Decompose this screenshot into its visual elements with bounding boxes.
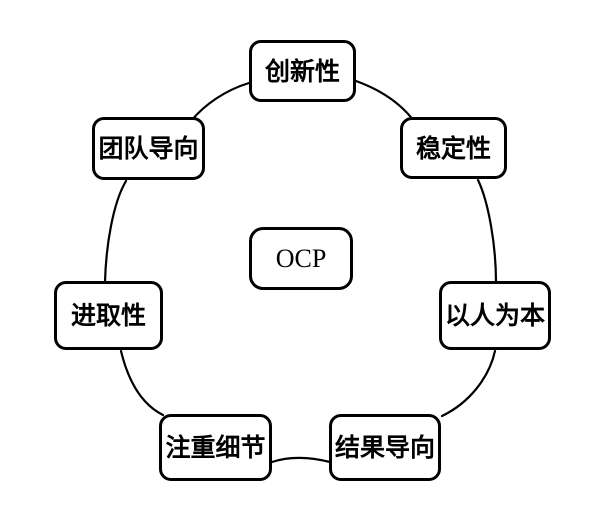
- node-center-ocp[interactable]: OCP: [249, 227, 353, 290]
- arc-result-to-detail: [270, 456, 332, 464]
- node-aggressive[interactable]: 进取性: [54, 281, 163, 350]
- node-detail-focused-label: 注重细节: [165, 433, 266, 462]
- arc-team-to-innovation: [189, 81, 251, 123]
- node-stability-label: 稳定性: [415, 133, 491, 163]
- node-aggressive-label: 进取性: [70, 301, 146, 330]
- arc-innovation-to-stability: [354, 79, 416, 123]
- arc-detail-to-aggressive: [119, 349, 165, 417]
- node-innovation-label: 创新性: [264, 56, 340, 86]
- node-innovation[interactable]: 创新性: [249, 40, 356, 102]
- node-people-oriented[interactable]: 以人为本: [439, 281, 551, 350]
- arc-stability-to-people: [476, 178, 498, 284]
- arc-aggressive-to-team: [103, 179, 128, 284]
- node-people-oriented-label: 以人为本: [444, 301, 545, 330]
- arc-people-to-result: [440, 349, 497, 418]
- node-result-oriented[interactable]: 结果导向: [329, 414, 441, 481]
- node-center-ocp-label: OCP: [275, 243, 327, 273]
- node-team-oriented[interactable]: 团队导向: [92, 117, 205, 180]
- node-result-oriented-label: 结果导向: [334, 433, 435, 462]
- node-team-oriented-label: 团队导向: [98, 134, 199, 163]
- node-stability[interactable]: 稳定性: [400, 117, 507, 179]
- node-detail-focused[interactable]: 注重细节: [159, 414, 272, 481]
